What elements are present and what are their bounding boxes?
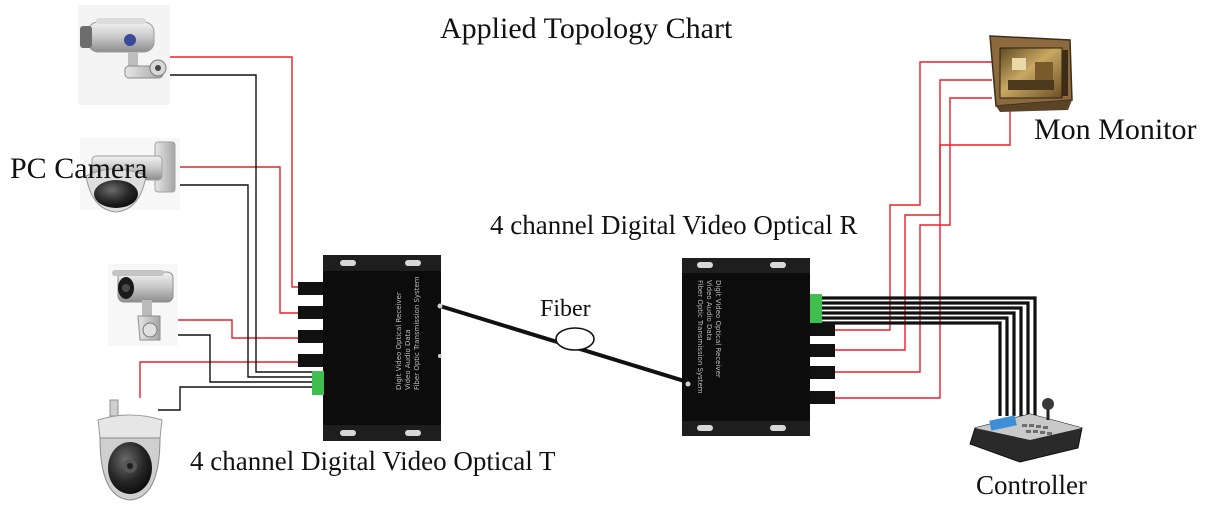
panel-text-line: Fiber Optic Transmission System — [413, 276, 421, 390]
cam3-video-line — [150, 319, 305, 339]
monitor-label: Mon Monitor — [1034, 113, 1197, 146]
right-wiring — [822, 61, 1037, 416]
cam4-data-line — [158, 386, 320, 411]
rx-data-3 — [822, 306, 1023, 416]
dome-camera-icon — [80, 138, 180, 213]
rx-data-4 — [822, 311, 1016, 416]
left-wiring — [139, 56, 320, 411]
cam2-video-line — [168, 166, 305, 314]
transmitter-device-icon — [298, 255, 443, 441]
rx-video-3 — [835, 97, 992, 373]
receiver-label: 4 channel Digital Video Optical R — [490, 210, 858, 240]
rx-data-5 — [822, 316, 1009, 416]
panel-text-line: Digit Video Optical Receiver — [395, 292, 403, 390]
fiber-label: Fiber — [540, 296, 591, 322]
cam2-data-line — [158, 184, 320, 378]
rx-video-4 — [835, 110, 1011, 399]
speed-dome-camera-icon — [97, 399, 163, 501]
rx-video-1 — [835, 61, 992, 331]
ptz-controller-keyboard-icon — [969, 398, 1083, 463]
crt-monitor-icon — [989, 35, 1073, 112]
cam1-data-line — [150, 74, 320, 373]
panel-text-line: Fiber Optic Transmission System — [696, 280, 704, 394]
fiber-link — [439, 304, 695, 386]
ir-camera-icon — [108, 264, 178, 346]
receiver-panel-text: Digit Video Optical Receiver Video Audio… — [695, 280, 722, 394]
bullet-camera-icon — [78, 5, 170, 105]
diagram-title: Applied Topology Chart — [440, 12, 733, 45]
controller-label: Controller — [976, 470, 1087, 500]
panel-text-line: Digit Video Optical Receiver — [714, 280, 722, 378]
rx-data-1 — [822, 296, 1037, 416]
rx-video-2 — [835, 79, 992, 351]
fiber-loop-icon — [555, 327, 595, 351]
rx-data-2 — [822, 301, 1030, 416]
transmitter-panel-text: Digit Video Optical Receiver Video Audio… — [395, 276, 422, 390]
cam4-video-line — [139, 361, 305, 398]
rx-data-6 — [822, 321, 1002, 416]
receiver-device-icon — [682, 258, 835, 436]
pc-camera-label: PC Camera — [10, 152, 148, 185]
panel-text-line: Video Audio Data — [705, 280, 713, 341]
cam3-data-line — [168, 334, 320, 383]
panel-text-line: Video Audio Data — [404, 329, 412, 390]
transmitter-label: 4 channel Digital Video Optical T — [190, 446, 556, 476]
